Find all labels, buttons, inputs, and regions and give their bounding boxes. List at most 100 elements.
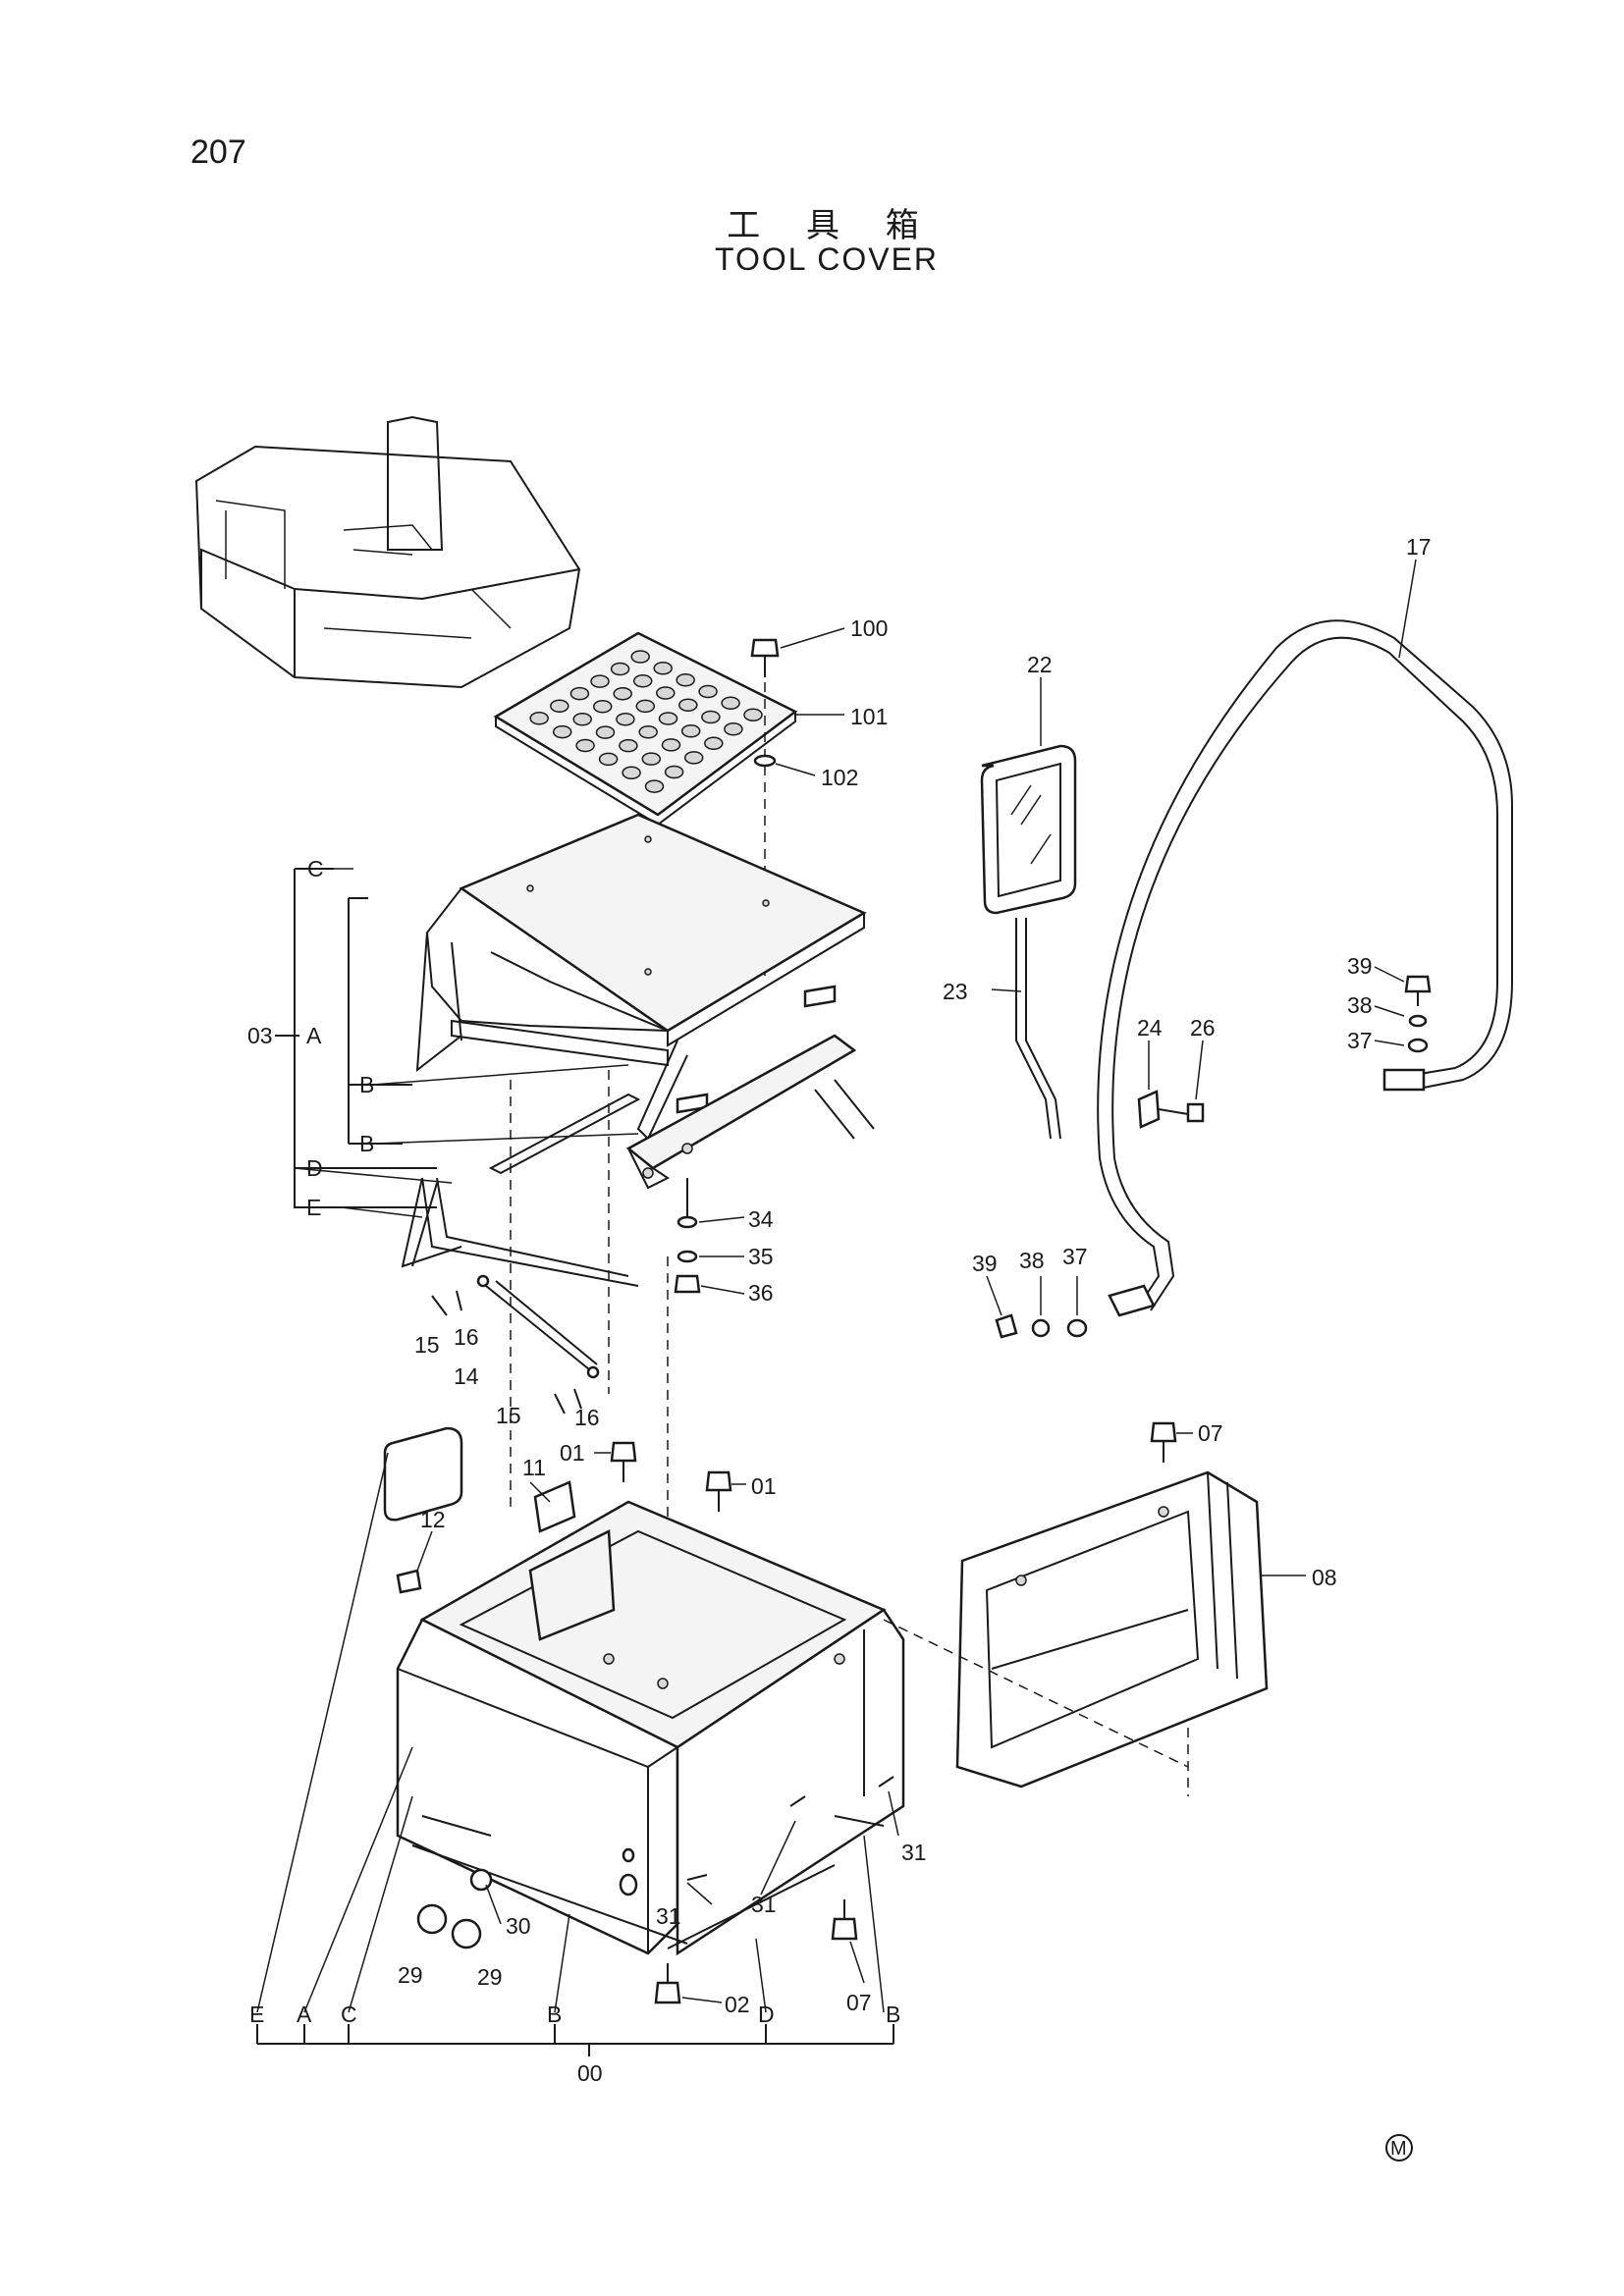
callout-23: 23 <box>943 979 968 1004</box>
plate-perforation <box>592 699 613 714</box>
plate-perforation <box>552 724 572 739</box>
callout-38-lower: 38 <box>1019 1248 1045 1273</box>
plate-perforation <box>613 686 632 701</box>
callout-29-left: 29 <box>398 1962 423 1988</box>
plate-perforation <box>610 662 630 676</box>
callout-labels: 100 101 102 22 23 17 24 26 39 38 37 39 3… <box>247 534 1432 2086</box>
callout-01-left: 01 <box>560 1440 585 1466</box>
plate-perforation <box>683 751 704 765</box>
plate-perforation <box>550 699 569 713</box>
seal-strips <box>401 985 837 1287</box>
hand-rail <box>1097 619 1513 1317</box>
washer-102 <box>753 754 777 768</box>
callout-29-right: 29 <box>477 1964 503 1990</box>
nut-stack <box>674 1178 701 1294</box>
plate-perforation <box>598 752 619 767</box>
callout-15-upper: 15 <box>414 1332 440 1358</box>
plate-perforation <box>653 662 673 675</box>
callout-07-lower: 07 <box>846 1990 872 2015</box>
group-letter-e-bottom: E <box>249 2002 264 2027</box>
plate-perforation <box>638 725 658 739</box>
plate-perforation <box>721 696 740 711</box>
plate-perforation <box>676 672 695 687</box>
plate-perforation <box>575 738 595 753</box>
callout-00: 00 <box>577 2060 603 2086</box>
group-letter-d-bottom: D <box>758 2002 775 2027</box>
title-english: TOOL COVER <box>714 241 940 277</box>
perforated-plate <box>493 631 798 827</box>
callout-31-right: 31 <box>901 1840 927 1865</box>
plate-perforation <box>658 712 678 725</box>
bolts <box>396 1421 1177 2004</box>
callout-08: 08 <box>1312 1565 1337 1590</box>
callout-30: 30 <box>506 1913 531 1939</box>
group-letter-b-bottom-2: B <box>886 2002 900 2027</box>
bottom-struts <box>411 1815 885 1949</box>
plate-perforation <box>680 723 701 738</box>
gas-stay <box>431 1274 600 1415</box>
plate-perforation <box>590 674 610 688</box>
callout-26: 26 <box>1190 1015 1216 1041</box>
bolt-100 <box>750 638 780 677</box>
plate-perforation <box>595 725 616 739</box>
plate-perforation <box>644 779 665 793</box>
plate-perforation <box>698 684 718 699</box>
callout-31-middle: 31 <box>751 1892 777 1917</box>
callout-11: 11 <box>522 1455 546 1480</box>
callout-22: 22 <box>1027 652 1053 677</box>
callout-12: 12 <box>420 1507 446 1532</box>
callout-37-lower: 37 <box>1062 1244 1088 1269</box>
clamp <box>1137 1090 1205 1129</box>
plate-perforation <box>572 712 592 726</box>
page-number: 207 <box>190 133 246 171</box>
plate-perforation <box>678 698 698 713</box>
bolt-stack-lower <box>995 1313 1088 1339</box>
plate-perforation <box>743 708 763 721</box>
callout-31-left: 31 <box>656 1903 681 1929</box>
plate-perforation <box>632 674 653 688</box>
callout-01-right: 01 <box>751 1473 777 1499</box>
top-lid <box>415 813 867 1073</box>
callout-39-right: 39 <box>1347 953 1373 979</box>
group-letter-b-top-2: B <box>359 1131 374 1156</box>
callout-36: 36 <box>748 1280 774 1306</box>
group-letter-b-top-1: B <box>359 1072 374 1097</box>
title-chinese: 工 具 箱 <box>727 206 937 245</box>
plate-perforation <box>664 765 684 779</box>
callout-34: 34 <box>748 1206 774 1232</box>
plate-perforation <box>630 650 650 664</box>
group-bracket-bottom <box>256 1452 894 2056</box>
plate-perforation <box>724 722 743 736</box>
group-letter-a-top: A <box>306 1023 322 1048</box>
hinge-bracket <box>625 1034 875 1190</box>
plate-perforation <box>656 686 676 700</box>
callout-16-upper: 16 <box>454 1324 479 1350</box>
callout-37-right: 37 <box>1347 1028 1373 1053</box>
plate-perforation <box>529 711 549 725</box>
plate-perforation <box>641 752 662 766</box>
window-gasket <box>383 1426 463 1522</box>
callout-101: 101 <box>850 704 888 729</box>
callout-102: 102 <box>821 765 858 790</box>
callout-03: 03 <box>247 1023 273 1048</box>
group-letter-d-top: D <box>306 1155 323 1181</box>
group-letter-c-bottom: C <box>341 2002 357 2027</box>
group-bracket-top <box>275 868 437 1208</box>
callout-15-lower: 15 <box>496 1403 521 1428</box>
corner-mark-letter: M <box>1390 2138 1407 2160</box>
tool-box-body <box>396 1500 905 1956</box>
plate-perforation <box>704 736 724 751</box>
callout-16-lower: 16 <box>574 1405 600 1430</box>
mirror-window <box>980 744 1077 915</box>
group-letter-e-top: E <box>306 1195 321 1220</box>
group-letter-c-top: C <box>307 856 324 881</box>
plate-perforation <box>622 766 641 779</box>
plate-perforation <box>616 713 635 726</box>
callout-14: 14 <box>454 1363 479 1389</box>
callout-24: 24 <box>1137 1015 1163 1041</box>
callout-38-right: 38 <box>1347 992 1373 1018</box>
group-letter-a-bottom: A <box>297 2002 312 2027</box>
plate-perforation <box>635 699 656 714</box>
leader-lines <box>294 559 1417 2003</box>
